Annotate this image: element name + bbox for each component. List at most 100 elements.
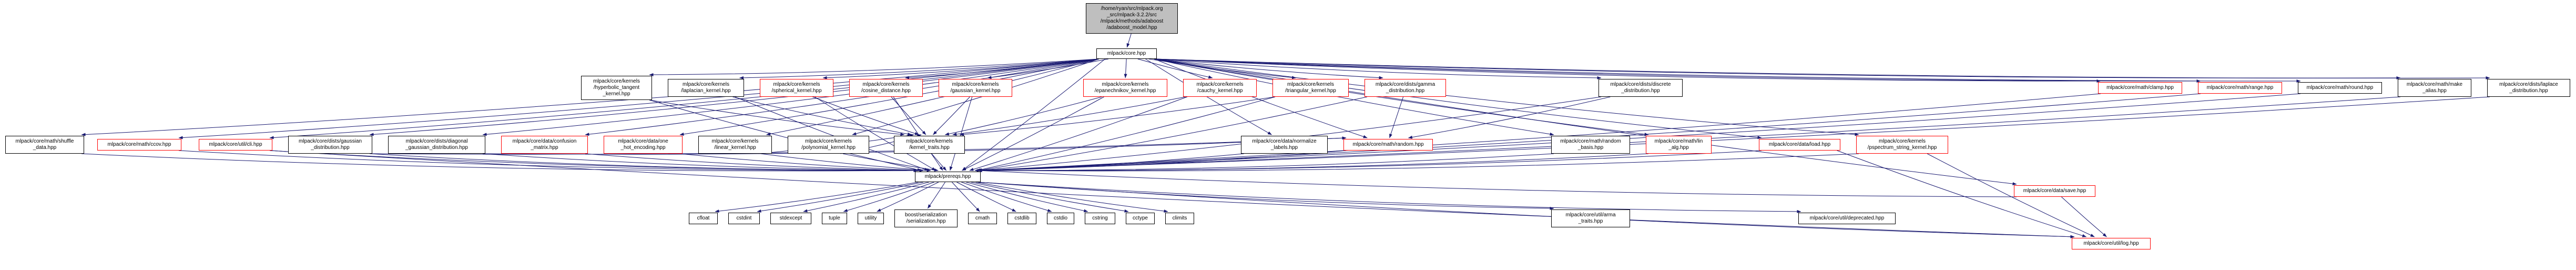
edge-save-prereqs	[978, 169, 2017, 197]
edge-discrete-random	[1408, 96, 1611, 139]
node-randombasis[interactable]: mlpack/core/math/random_basis.hpp	[1551, 136, 1630, 154]
node-stdexcept: stdexcept	[770, 213, 811, 224]
node-label: mlpack/core/data/save.hpp	[2023, 188, 2086, 194]
node-label: mlpack/core/data/one	[618, 138, 668, 144]
edge-core-linear	[766, 58, 1099, 136]
node-label: _basis.hpp	[1577, 145, 1604, 151]
edge-pspectrum-log	[1927, 153, 2095, 237]
edge-prereqs-cstdlib	[956, 182, 1016, 212]
node-triangular[interactable]: mlpack/core/kernels/triangular_kernel.hp…	[1272, 79, 1349, 97]
edge-core-spherical	[822, 58, 1099, 79]
node-cfloat: cfloat	[689, 213, 718, 224]
node-confusion[interactable]: mlpack/core/data/confusion_matrix.hpp	[501, 136, 588, 154]
edge-triangular-kerneltraits	[960, 96, 1276, 136]
node-spherical[interactable]: mlpack/core/kernels/spherical_kernel.hpp	[760, 79, 833, 97]
node-label: /gaussian_kernel.hpp	[950, 88, 1001, 94]
node-label: mlpack/core/math/lin	[1654, 138, 1703, 144]
node-gausskern[interactable]: mlpack/core/kernels/gaussian_kernel.hpp	[939, 79, 1012, 97]
node-log[interactable]: mlpack/core/util/log.hpp	[2072, 238, 2151, 249]
edge-random-prereqs	[978, 150, 1347, 172]
edge-laplacian-kerneltraits	[732, 96, 912, 136]
edge-prereqs-deprecated	[978, 182, 1801, 213]
node-laplace[interactable]: mlpack/core/dists/laplace_distribution.h…	[2487, 79, 2570, 97]
node-range[interactable]: mlpack/core/math/range.hpp	[2198, 82, 2282, 94]
node-shuffle[interactable]: mlpack/core/math/shuffle_data.hpp	[5, 136, 84, 154]
edge-gaussdist-prereqs	[369, 153, 918, 172]
node-laplacian[interactable]: mlpack/core/kernels/laplacian_kernel.hpp	[668, 79, 744, 97]
edge-hyperbolic-kerneltraits	[649, 99, 905, 136]
node-label: /adaboost_model.hpp	[1106, 25, 1157, 31]
node-ccov[interactable]: mlpack/core/math/ccov.hpp	[97, 139, 181, 151]
node-label: _gaussian_distribution.hpp	[405, 145, 468, 151]
node-kerneltraits[interactable]: mlpack/core/kernels/kernel_traits.hpp	[894, 136, 965, 154]
edge-load-log	[1837, 150, 2087, 237]
edge-prereqs-cstdint	[757, 182, 924, 213]
node-label: mlpack/core/kernels	[1287, 82, 1334, 87]
node-gamma[interactable]: mlpack/core/dists/gamma_distribution.hpp	[1365, 79, 1446, 97]
node-label: _alg.hpp	[1668, 145, 1689, 151]
node-label: /cosine_distance.hpp	[861, 88, 911, 94]
node-cosine[interactable]: mlpack/core/kernels/cosine_distance.hpp	[849, 79, 923, 97]
edge-core-load	[1154, 58, 1762, 139]
node-load[interactable]: mlpack/core/data/load.hpp	[1759, 139, 1840, 151]
node-deprecated[interactable]: mlpack/core/util/deprecated.hpp	[1798, 213, 1896, 224]
edge-gamma-random	[1389, 96, 1404, 138]
node-label: mlpack/core/dists/diagonal	[405, 138, 468, 144]
node-label: cstdlib	[1014, 215, 1030, 221]
node-label: mlpack/core/math/clamp.hpp	[2106, 85, 2174, 91]
node-label: mlpack/core/data/normalize	[1252, 138, 1317, 144]
edge-laplace-prereqs	[978, 96, 2490, 172]
node-normalize[interactable]: mlpack/core/data/normalize_labels.hpp	[1241, 136, 1328, 154]
edge-core-epanech	[1124, 58, 1127, 78]
node-cmath: cmath	[968, 213, 997, 224]
node-label: mlpack/core/kernels	[805, 138, 852, 144]
node-label: mlpack/core/kernels	[593, 78, 640, 84]
node-clamp[interactable]: mlpack/core/math/clamp.hpp	[2098, 82, 2182, 94]
edge-cosine-kerneltraits	[891, 96, 926, 135]
node-makealias[interactable]: mlpack/core/math/make_alias.hpp	[2398, 79, 2471, 97]
node-hyperbolic[interactable]: mlpack/core/kernels/hyperbolic_tangent_k…	[581, 76, 652, 100]
node-label: mlpack/core/kernels	[1879, 138, 1926, 144]
node-cauchy[interactable]: mlpack/core/kernels/cauchy_kernel.hpp	[1183, 79, 1257, 97]
node-cstdint: cstdint	[728, 213, 760, 224]
node-core[interactable]: mlpack/core.hpp	[1096, 48, 1157, 59]
node-round[interactable]: mlpack/core/math/round.hpp	[2298, 82, 2382, 94]
node-label: mlpack/core/dists/discrete	[1610, 82, 1671, 87]
edge-cauchy-kerneltraits	[952, 96, 1186, 136]
node-linear[interactable]: mlpack/core/kernels/linear_kernel.hpp	[698, 136, 772, 154]
edge-round-prereqs	[978, 93, 2301, 172]
node-prereqs[interactable]: mlpack/prereqs.hpp	[915, 172, 981, 182]
node-label: mlpack/core/util/arma	[1565, 212, 1616, 218]
node-label: mlpack/core/math/round.hpp	[2306, 85, 2374, 91]
node-label: mlpack/core/dists/gaussian	[298, 138, 362, 144]
edge-core-round	[1154, 58, 2301, 83]
node-label: /pspectrum_string_kernel.hpp	[1867, 145, 1937, 151]
edge-prereqs-cfloat	[715, 182, 919, 213]
node-label: mlpack/core/data/confusion	[512, 138, 577, 144]
edge-core-random	[1154, 58, 1368, 138]
edge-adaboost-core	[1126, 33, 1132, 48]
node-adaboost: /home/ryan/src/mlpack.org_src/mlpack-3.2…	[1086, 3, 1178, 34]
node-pspectrum[interactable]: mlpack/core/kernels/pspectrum_string_ker…	[1856, 136, 1948, 154]
node-onehot[interactable]: mlpack/core/data/one_hot_encoding.hpp	[604, 136, 683, 154]
node-armatraits[interactable]: mlpack/core/util/arma_traits.hpp	[1551, 209, 1630, 227]
node-gaussdist[interactable]: mlpack/core/dists/gaussian_distribution.…	[288, 136, 372, 154]
node-label: mlpack/core/kernels	[952, 82, 999, 87]
node-epanech[interactable]: mlpack/core/kernels/epanechnikov_kernel.…	[1083, 79, 1167, 97]
node-label: _distribution.hpp	[1621, 88, 1660, 94]
node-cstring: cstring	[1085, 213, 1115, 224]
node-label: /mlpack/methods/adaboost	[1100, 18, 1164, 24]
node-linalg[interactable]: mlpack/core/math/lin_alg.hpp	[1646, 136, 1712, 154]
node-cstdlib: cstdlib	[1007, 213, 1036, 224]
edge-polynomial-prereqs	[842, 153, 939, 172]
node-polynomial[interactable]: mlpack/core/kernels/polynomial_kernel.hp…	[788, 136, 869, 154]
node-cli[interactable]: mlpack/core/util/cli.hpp	[199, 139, 272, 151]
node-label: _distribution.hpp	[1386, 88, 1425, 94]
node-save[interactable]: mlpack/core/data/save.hpp	[2014, 185, 2095, 197]
node-random[interactable]: mlpack/core/math/random.hpp	[1343, 139, 1433, 151]
node-diaggauss[interactable]: mlpack/core/dists/diagonal_gaussian_dist…	[388, 136, 485, 154]
node-label: mlpack/core/kernels	[906, 138, 953, 144]
node-label: /cauchy_kernel.hpp	[1197, 88, 1243, 94]
node-discrete[interactable]: mlpack/core/dists/discrete_distribution.…	[1598, 79, 1683, 97]
